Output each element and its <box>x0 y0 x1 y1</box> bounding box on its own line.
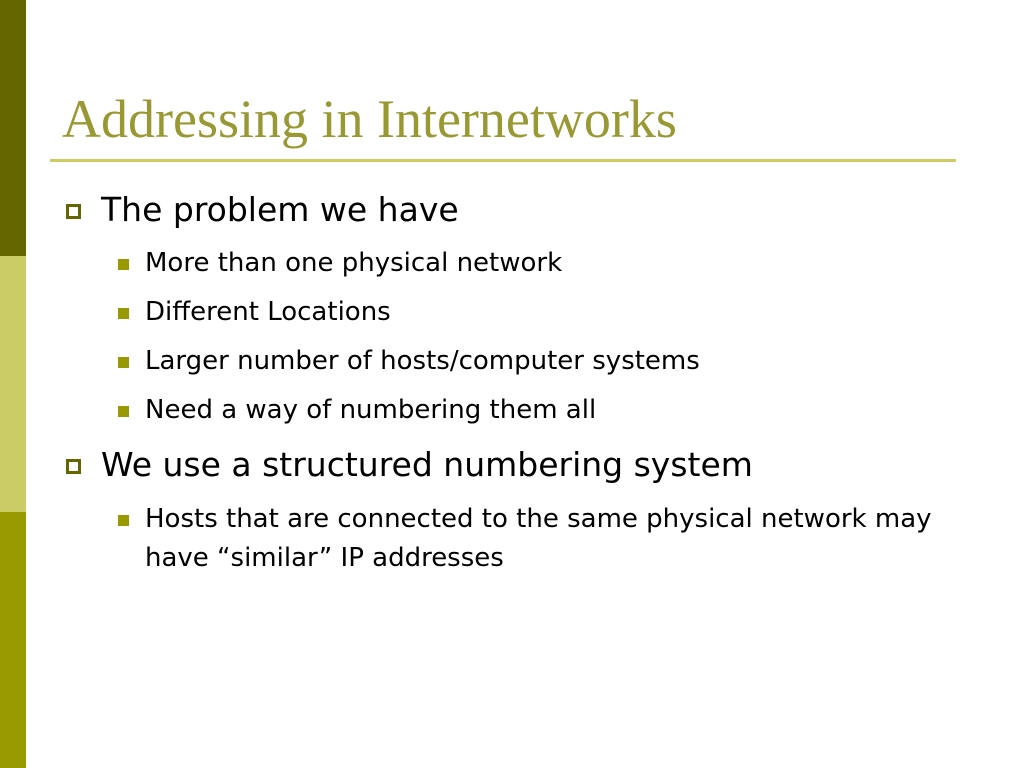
sub-bullet-text: More than one physical network <box>145 248 563 278</box>
sub-bullet-text: Need a way of numbering them all <box>145 395 597 425</box>
bullet-text: We use a structured numbering system <box>101 445 753 484</box>
filled-square-bullet-icon <box>118 357 129 368</box>
sub-bullet-text: Larger number of hosts/computer systems <box>145 346 700 376</box>
title-underline <box>50 159 956 162</box>
hollow-square-bullet-icon <box>66 459 81 474</box>
side-stripe-top <box>0 0 26 256</box>
filled-square-bullet-icon <box>118 515 129 526</box>
side-stripe-middle <box>0 256 26 512</box>
filled-square-bullet-icon <box>118 406 129 417</box>
filled-square-bullet-icon <box>118 308 129 319</box>
hollow-square-bullet-icon <box>66 204 81 219</box>
filled-square-bullet-icon <box>118 259 129 270</box>
bullet-text: The problem we have <box>101 190 459 229</box>
side-stripe-bottom <box>0 512 26 768</box>
slide-title: Addressing in Internetworks <box>62 89 677 149</box>
sub-bullet-text: Different Locations <box>145 297 391 327</box>
sub-bullet-text: Hosts that are connected to the same phy… <box>145 504 932 573</box>
